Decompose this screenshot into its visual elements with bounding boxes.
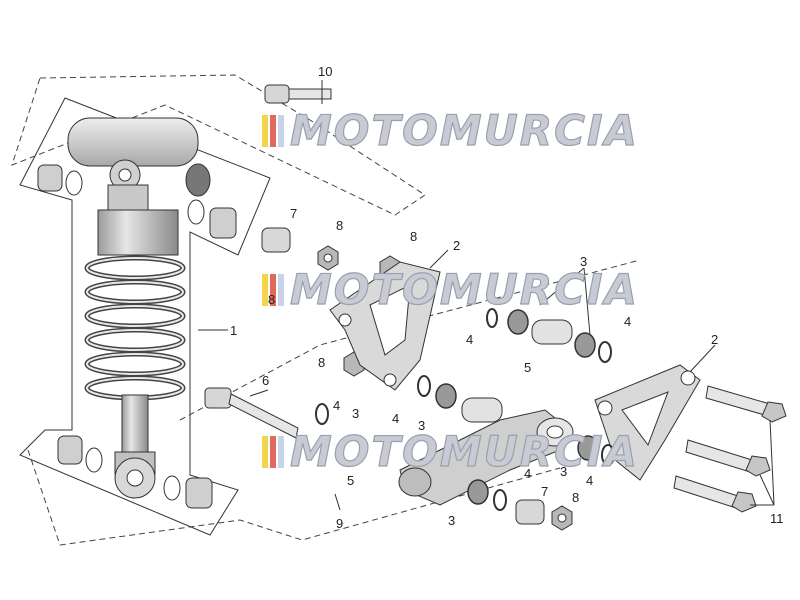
- callout-3-b: 3: [418, 418, 425, 433]
- callout-5-b: 5: [347, 473, 354, 488]
- callout-3-a: 3: [352, 406, 359, 421]
- callout-6: 6: [262, 373, 269, 388]
- callout-10: 10: [318, 64, 332, 79]
- callout-1: 1: [230, 323, 237, 338]
- watermark-text-middle: MOTOMURCIA: [290, 265, 639, 314]
- callout-2-left: 2: [453, 238, 460, 253]
- watermark-middle: MOTOMURCIA: [262, 264, 639, 315]
- spacer-7-upper: [261, 227, 291, 253]
- shock-bushings: [37, 164, 237, 509]
- bolt-6: [204, 387, 299, 439]
- callout-8-e: 8: [572, 490, 579, 505]
- callout-3-d: 3: [448, 513, 455, 528]
- callout-4-e: 4: [586, 473, 593, 488]
- callout-5-a: 5: [524, 360, 531, 375]
- callout-4-b: 4: [624, 314, 631, 329]
- linkage-rocker-9: [398, 409, 574, 506]
- callout-7-upper: 7: [290, 206, 297, 221]
- callout-3-top: 3: [580, 254, 587, 269]
- bolts-11: [673, 385, 787, 513]
- callout-2-right: 2: [711, 332, 718, 347]
- shock-absorber: [67, 117, 211, 499]
- watermark-text-top: MOTOMURCIA: [290, 106, 639, 155]
- watermark-bottom: MOTOMURCIA: [262, 426, 639, 477]
- shock-absorber-frame: [19, 97, 271, 536]
- callout-9: 9: [336, 516, 343, 531]
- leader-lines: [198, 80, 775, 511]
- callout-8-b: 8: [410, 229, 417, 244]
- callout-4-d: 4: [392, 411, 399, 426]
- bracket-2-left: [329, 261, 441, 391]
- callout-8-d: 8: [318, 355, 325, 370]
- callout-11: 11: [770, 511, 784, 526]
- callout-3-c: 3: [560, 464, 567, 479]
- callout-8-a: 8: [336, 218, 343, 233]
- bushings-5: [461, 319, 573, 423]
- callout-4-f: 4: [524, 466, 531, 481]
- watermark-text-bottom: MOTOMURCIA: [290, 427, 639, 476]
- callout-7-lower: 7: [541, 484, 548, 499]
- callout-labels: 1 2 2 3 3 3 3 3 4 4 4 4 4 4 5 5 6 7 7 8 …: [230, 64, 784, 531]
- callout-4-a: 4: [466, 332, 473, 347]
- watermark-top: MOTOMURCIA: [262, 105, 639, 156]
- bracket-2-right: [594, 364, 701, 481]
- callout-8-c: 8: [268, 292, 275, 307]
- spacer-7-lower: [515, 499, 545, 525]
- bearings-3-seals-4: [315, 308, 615, 511]
- bolt-10: [264, 84, 332, 104]
- callout-4-c: 4: [333, 398, 340, 413]
